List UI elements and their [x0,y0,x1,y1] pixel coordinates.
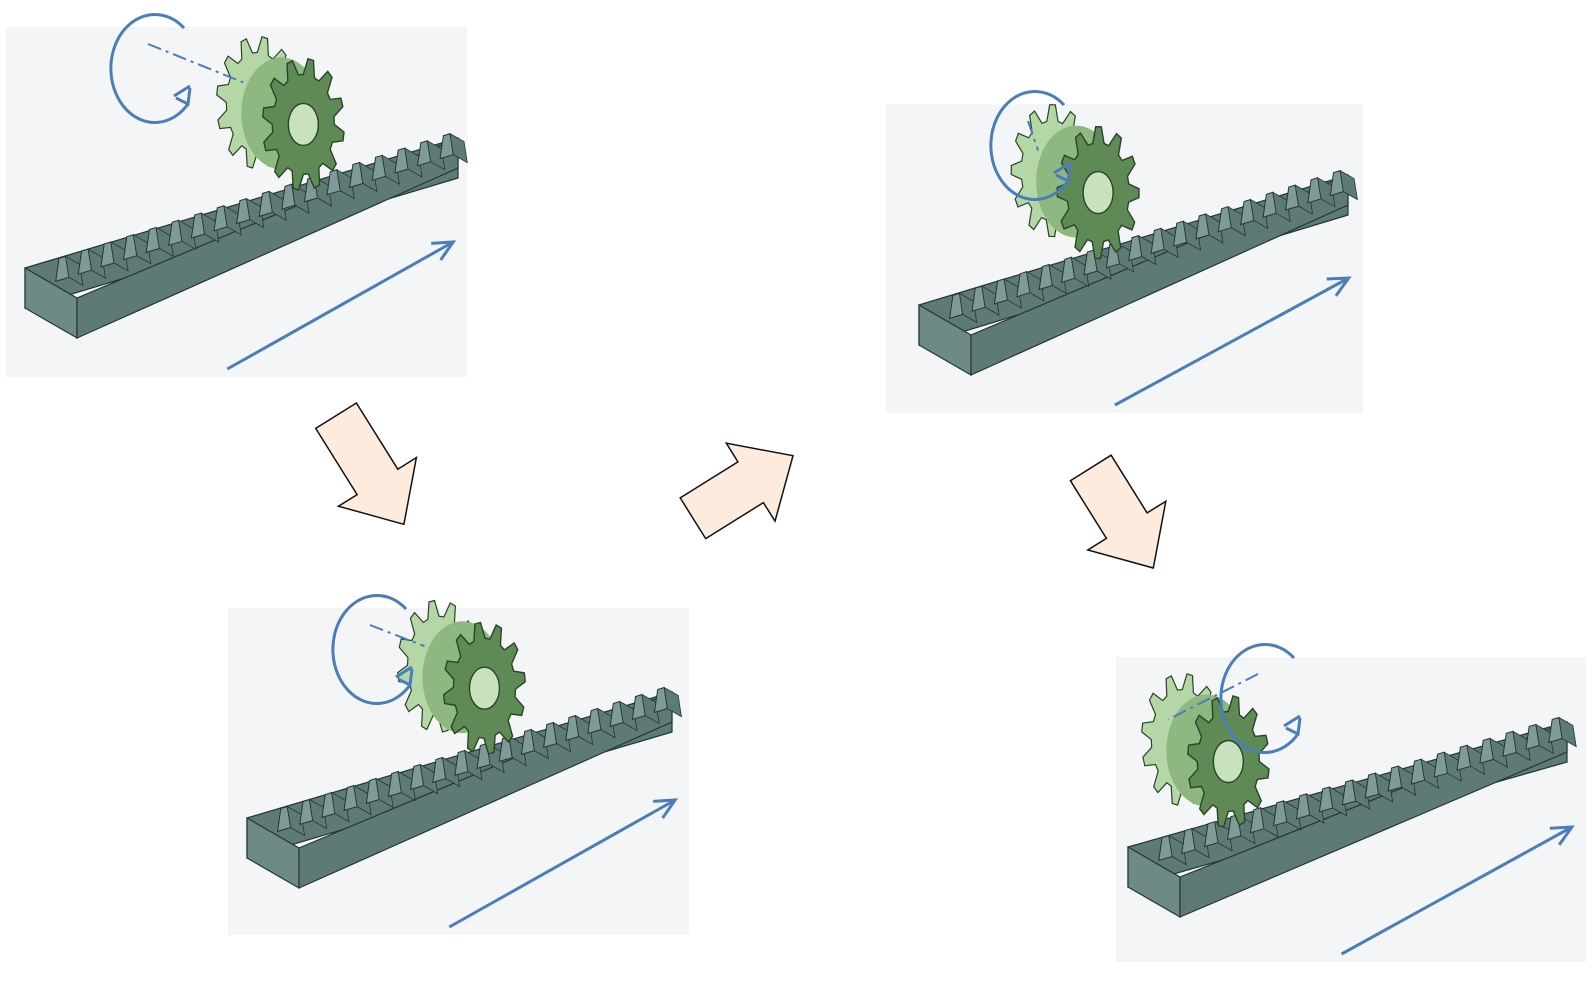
frame-1 [6,14,467,377]
frame-3 [886,91,1363,413]
frame-2 [228,595,689,935]
gear-bore [1083,172,1113,214]
frames-layer [6,14,1586,962]
block-arrow-icon-1 [316,403,417,524]
frame-4 [1116,644,1586,962]
block-arrow-icon-3 [1070,455,1165,568]
block-arrow-icon-2 [680,443,793,538]
gear-bore [1213,741,1243,783]
gear-bore [288,103,318,145]
gear-bore [469,667,499,709]
step-arrows-layer [316,403,1166,568]
